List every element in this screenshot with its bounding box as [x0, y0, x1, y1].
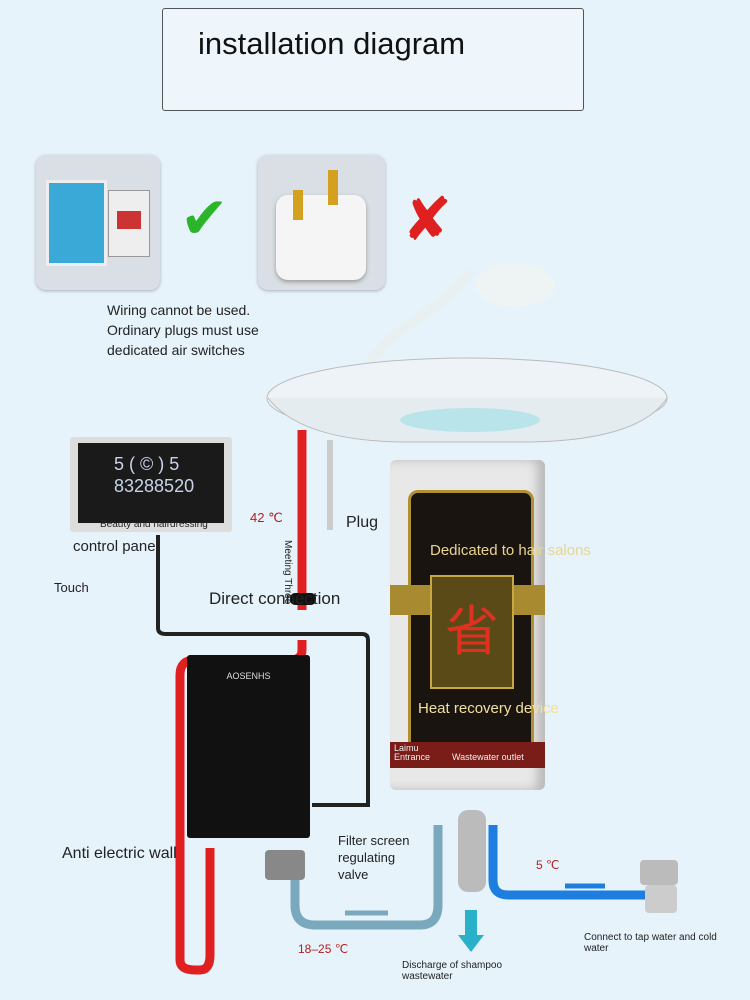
control-panel[interactable]: 5 ( © ) 5 83288520 Beauty and hairdressi… — [70, 437, 232, 532]
tap-water-label: Connect to tap water and cold water — [584, 932, 717, 954]
control-cable — [156, 535, 370, 807]
touch-label: Touch — [54, 580, 89, 595]
panel-caption: Beauty and hairdressing — [100, 519, 208, 530]
cold-temp-label: 5 ℃ — [536, 858, 560, 872]
title-box — [162, 8, 584, 111]
wiring-note-line: dedicated air switches — [107, 342, 245, 358]
mixed-temp-label: 18–25 ℃ — [298, 942, 349, 956]
meeting-three-label: Meeting Three — [282, 540, 293, 605]
band-text: Entrance — [394, 752, 431, 762]
device-bottom-text: Heat recovery device — [418, 700, 559, 717]
logo-icon: 省 — [430, 575, 514, 689]
anti-electric-wall-label: Anti electric wall — [62, 845, 177, 862]
discharge-label: Discharge of shampoo wastewater — [402, 960, 503, 982]
mixed-pipe — [290, 825, 443, 930]
air-switch-image — [36, 155, 160, 290]
band-text: Wastewater outlet — [452, 752, 524, 762]
check-icon: ✔ — [180, 186, 229, 251]
shower-head — [475, 263, 555, 307]
band-text: Laimu — [394, 743, 419, 753]
plug-label: Plug — [346, 514, 379, 531]
control-panel-label: control panel — [73, 538, 159, 555]
display-line: 83288520 — [114, 476, 195, 496]
direct-connection-label: Direct connection — [209, 589, 341, 608]
regulating-valve — [265, 850, 305, 880]
cross-icon: ✘ — [402, 186, 453, 253]
plug-image — [258, 155, 385, 290]
wiring-note-line: Ordinary plugs must use — [107, 322, 259, 338]
filter-label: Filter screen regulating valve — [338, 832, 418, 883]
cold-pipe — [488, 825, 648, 900]
page-title: installation diagram — [198, 26, 466, 61]
heater-brand: AOSENHS — [226, 671, 271, 681]
hot-temp-label: 42 ℃ — [250, 510, 283, 525]
water-heater: AOSENHS — [187, 655, 310, 838]
display-line: 5 ( © ) 5 — [114, 454, 180, 474]
wiring-note-line: Wiring cannot be used. — [107, 302, 251, 318]
wiring-note: Wiring cannot be used. Ordinary plugs mu… — [107, 300, 259, 360]
device-top-text: Dedicated to hair salons — [430, 542, 591, 559]
heat-recovery-device: 省 Dedicated to hair salons Heat recovery… — [390, 460, 591, 790]
tap-valve — [640, 860, 678, 885]
regulating-valve-text: regulating valve — [338, 850, 396, 882]
filter-cartridge — [458, 810, 486, 892]
filter-screen-text: Filter screen — [338, 833, 410, 848]
